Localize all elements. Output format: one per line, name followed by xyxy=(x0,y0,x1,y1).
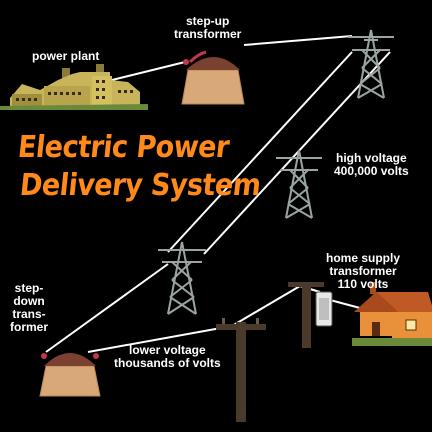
power-lines xyxy=(45,35,391,353)
diagram-title-line2: Delivery System xyxy=(18,168,263,203)
step-down-transformer-icon xyxy=(39,353,101,397)
wire-tower3-to-stepdown xyxy=(45,263,169,353)
wire-tower1-to-tower3-b xyxy=(203,51,391,255)
step-down-label-line3: trans- xyxy=(12,307,46,321)
wire-tower1-to-tower3-a xyxy=(167,51,353,253)
step-up-transformer-label: step-up transformer xyxy=(174,15,241,41)
house-icon xyxy=(352,282,432,346)
power-plant-label: power plant xyxy=(32,49,100,63)
step-up-transformer-icon xyxy=(181,50,245,105)
diagram-title-line1: Electric Power xyxy=(16,130,231,165)
step-down-transformer-label: step- down trans- former xyxy=(10,282,48,334)
lower-voltage-label: lower voltage thousands of volts xyxy=(114,344,221,370)
power-plant-icon xyxy=(0,64,148,110)
wire-pole-to-pole xyxy=(231,285,301,327)
home-supply-transformer-label: home supply transformer 110 volts xyxy=(326,252,400,291)
home-supply-transformer-icon xyxy=(315,291,333,327)
wire-stepup-to-tower1 xyxy=(243,35,353,46)
high-voltage-label-line1: high voltage xyxy=(336,151,407,165)
lower-voltage-label-line1: lower voltage xyxy=(128,343,206,357)
wire-stepdown-to-pole xyxy=(87,325,233,353)
home-supply-label-line1: home supply xyxy=(326,251,401,265)
utility-pole-icon xyxy=(288,282,324,348)
step-down-label-line2: down xyxy=(13,294,45,308)
lower-voltage-label-line2: thousands of volts xyxy=(114,356,221,370)
step-up-label-line2: transformer xyxy=(174,27,242,41)
step-up-label-line1: step-up xyxy=(186,14,230,28)
step-down-label-line1: step- xyxy=(14,281,44,295)
transmission-tower-icon xyxy=(348,29,394,99)
wire-plant-to-stepup xyxy=(111,61,186,81)
utility-pole-icon xyxy=(216,318,266,422)
high-voltage-label-line2: 400,000 volts xyxy=(334,164,409,178)
high-voltage-label: high voltage 400,000 volts xyxy=(334,152,409,178)
home-supply-label-line2: transformer xyxy=(329,264,397,278)
home-supply-label-line3: 110 volts xyxy=(337,277,389,291)
transmission-tower-icon xyxy=(276,149,322,219)
transmission-tower-icon xyxy=(158,241,206,315)
step-down-label-line4: former xyxy=(10,320,49,334)
